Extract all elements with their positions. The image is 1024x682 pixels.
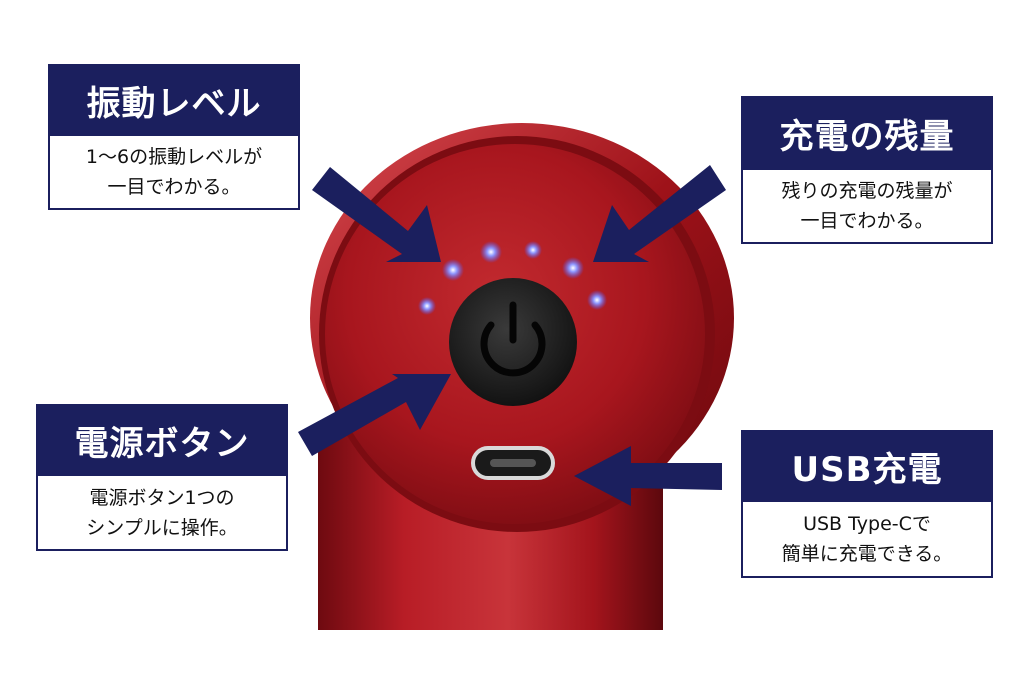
callout-text-line: 電源ボタン1つの: [89, 486, 235, 509]
callout-text-line: 一目でわかる。: [107, 176, 241, 198]
callout-description: USB Type-Cで 簡単に充電できる。: [741, 502, 993, 578]
callout-text-line: 一目でわかる。: [800, 210, 934, 232]
callout-description: 1〜6の振動レベルが 一目でわかる。: [48, 136, 300, 210]
arrow-vibration: [312, 167, 441, 262]
arrows: [298, 165, 726, 506]
power-button[interactable]: [449, 278, 577, 406]
led-indicators: [418, 241, 607, 315]
callout-text-line: 残りの充電の残量が: [781, 180, 953, 202]
callout-text-line: USB Type-Cで: [803, 513, 931, 535]
led-light: [524, 241, 542, 259]
callout-text-line: 1〜6の振動レベルが: [85, 146, 263, 168]
callout-battery-level: 充電の残量 残りの充電の残量が 一目でわかる。: [741, 96, 993, 244]
led-light: [418, 297, 436, 315]
callout-title: 振動レベル: [48, 64, 300, 136]
arrow-power: [298, 374, 451, 456]
led-light: [587, 290, 607, 310]
callout-description: 電源ボタン1つの シンプルに操作。: [36, 476, 288, 551]
led-light: [562, 257, 584, 279]
callout-description: 残りの充電の残量が 一目でわかる。: [741, 170, 993, 244]
led-light: [442, 259, 464, 281]
callout-usb-charging: USB充電 USB Type-Cで 簡単に充電できる。: [741, 430, 993, 578]
callout-title: 充電の残量: [741, 96, 993, 170]
callout-power-button: 電源ボタン 電源ボタン1つの シンプルに操作。: [36, 404, 288, 551]
callout-vibration-level: 振動レベル 1〜6の振動レベルが 一目でわかる。: [48, 64, 300, 210]
callout-title: 電源ボタン: [36, 404, 288, 476]
arrow-battery: [593, 165, 726, 262]
usb-c-port: [471, 446, 555, 480]
callout-title: USB充電: [741, 430, 993, 502]
callout-text-line: シンプルに操作。: [86, 516, 238, 539]
power-icon: [480, 301, 546, 377]
arrow-usb: [574, 446, 722, 506]
callout-text-line: 簡単に充電できる。: [781, 543, 953, 565]
led-light: [480, 241, 502, 263]
